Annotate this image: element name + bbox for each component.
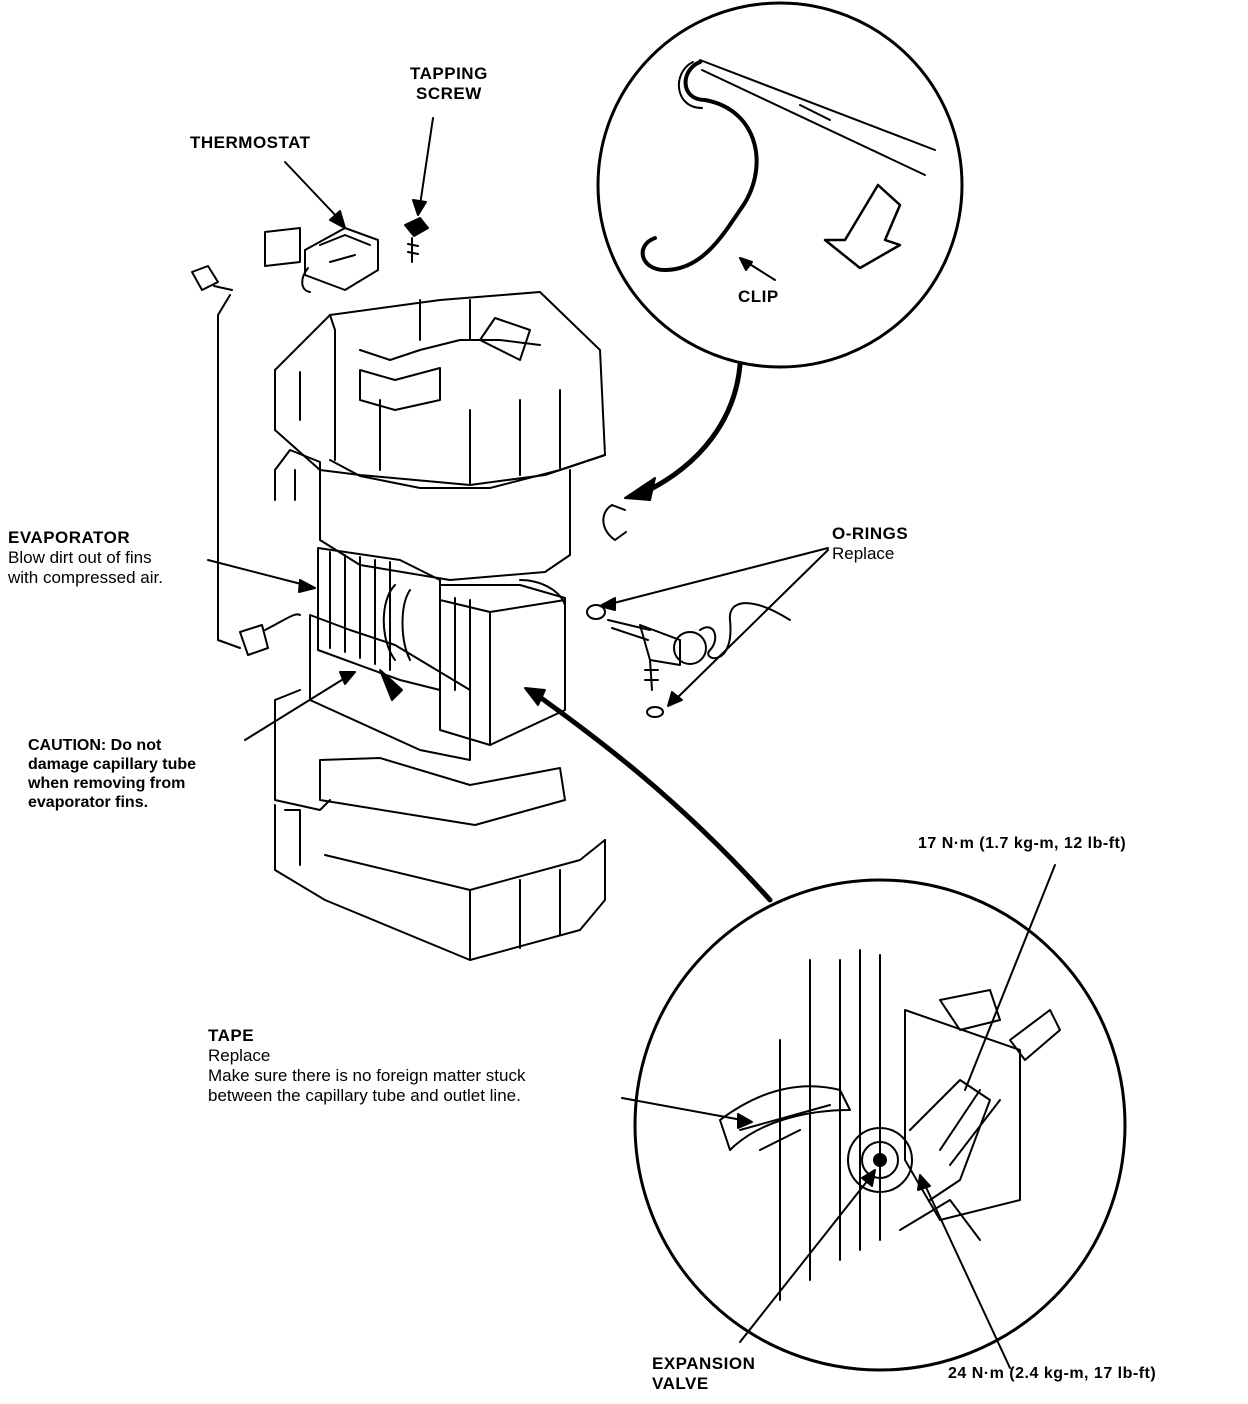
thermostat-leader	[284, 161, 339, 219]
tapping-screw-label-line2: SCREW	[416, 84, 482, 104]
torque-bottom-label: 24 N·m (2.4 kg-m, 17 lb-ft)	[948, 1365, 1157, 1382]
evaporator-title: EVAPORATOR	[8, 528, 131, 547]
o-rings-note: Replace	[832, 544, 895, 564]
expansion-valve-detail-circle	[633, 878, 1127, 1372]
evaporator-leader	[207, 559, 306, 586]
rotation-arrow-icon	[823, 183, 902, 270]
tape-title: TAPE	[208, 1026, 255, 1045]
clip-detail-circle	[596, 1, 964, 369]
tape-leader	[621, 1097, 743, 1121]
o-rings-title: O-RINGS	[832, 524, 909, 543]
evaporator-note-line1: Blow dirt out of fins	[8, 548, 152, 568]
pliers-tip	[699, 59, 936, 176]
clip-label: CLIP	[738, 287, 779, 306]
evaporator-core	[309, 547, 566, 761]
caution-label: CAUTION: Do not damage capillary tube wh…	[28, 737, 196, 813]
torque-top-label: 17 N·m (1.7 kg-m, 12 lb-ft)	[918, 835, 1127, 852]
caution-line3: when removing from	[28, 774, 186, 792]
middle-housing	[274, 449, 571, 581]
clip-part	[602, 504, 627, 541]
valve-fittings	[586, 602, 791, 718]
detail-leader-arrow	[527, 687, 773, 903]
o-rings-leader	[609, 547, 829, 701]
torque-bottom-leader	[924, 1184, 1011, 1369]
expansion-valve-label: EXPANSION VALVE	[652, 1354, 755, 1394]
caution-line4: evaporator fins.	[28, 793, 149, 811]
tapping-screw-leader	[419, 117, 434, 206]
caution-line2: damage capillary tube	[28, 755, 197, 773]
capillary-line	[217, 294, 241, 649]
tapping-screw-part	[404, 217, 429, 263]
tapping-screw-label: TAPPING SCREW	[410, 64, 488, 104]
expansion-valve-line2: VALVE	[652, 1374, 709, 1394]
caution-line1: CAUTION: Do not	[28, 737, 162, 754]
clip-shape	[640, 60, 759, 272]
tape-note: Replace	[208, 1046, 271, 1066]
bolt-part	[191, 265, 233, 291]
expansion-valve-line1: EXPANSION	[652, 1354, 756, 1373]
upper-housing	[274, 291, 606, 489]
evaporator-label: EVAPORATOR Blow dirt out of fins with co…	[8, 528, 163, 588]
torque-top-leader	[964, 864, 1056, 1091]
tape-label: TAPE Replace Make sure there is no forei…	[208, 1026, 525, 1106]
tape-line1: Make sure there is no foreign matter stu…	[208, 1066, 526, 1086]
thermostat-label: THERMOSTAT	[190, 133, 311, 152]
o-rings-label: O-RINGS Replace	[832, 524, 908, 564]
expansion-valve-leader	[739, 1179, 869, 1343]
caution-leader	[244, 677, 346, 741]
tape-line2: between the capillary tube and outlet li…	[208, 1086, 521, 1106]
tapping-screw-label-line1: TAPPING	[410, 64, 488, 83]
thermostat-part	[264, 227, 379, 293]
lower-housing	[274, 689, 606, 961]
evaporator-note-line2: with compressed air.	[8, 568, 163, 588]
clip-leader-arrow	[642, 362, 743, 495]
